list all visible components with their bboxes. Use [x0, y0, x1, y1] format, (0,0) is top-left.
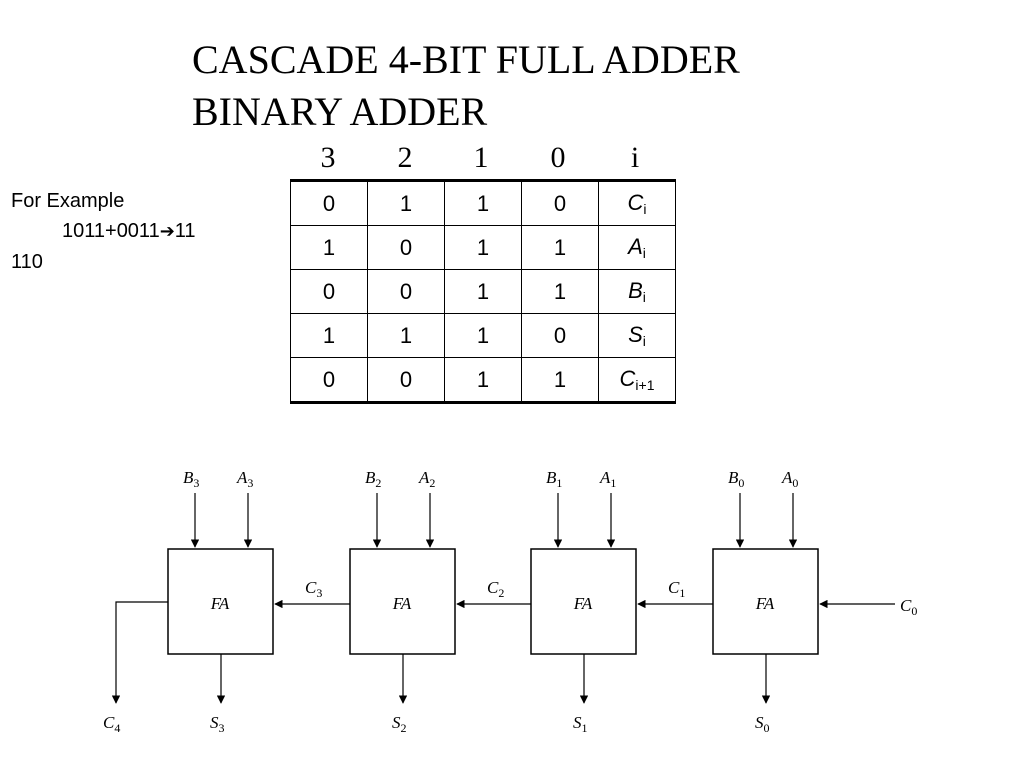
row-label: Ci+1 [598, 357, 676, 403]
slide-title: CASCADE 4-BIT FULL ADDER BINARY ADDER [192, 34, 740, 138]
table-cell: 1 [444, 269, 522, 314]
sum-label-s0: S0 [755, 713, 770, 735]
input-label-b0: B0 [728, 468, 744, 490]
right-arrow-icon: ➔ [159, 221, 175, 242]
carry-wires [111, 599, 895, 704]
input-label-a2: A2 [418, 468, 435, 490]
table-cell: 1 [290, 225, 368, 270]
carry-label-c4: C4 [103, 713, 120, 735]
table-cell: 1 [521, 357, 599, 403]
table-cell: 0 [367, 357, 445, 403]
row-label: Ai [598, 225, 676, 270]
example-block: For Example 1011+0011➔11 110 [11, 186, 196, 277]
table-cell: 1 [444, 180, 522, 226]
fa-block-2: FA [349, 548, 456, 655]
input-label-a1: A1 [599, 468, 616, 490]
table-cell: 1 [521, 269, 599, 314]
table-row-carry-out: 0 0 1 1 Ci+1 [290, 357, 676, 403]
column-header-0: 0 [550, 141, 566, 174]
fa-block-3: FA [167, 548, 274, 655]
input-label-b3: B3 [183, 468, 199, 490]
column-header-3: 3 [320, 141, 336, 174]
example-expr: 1011+0011 [62, 220, 160, 242]
table-cell: 1 [290, 313, 368, 358]
example-result-b: 110 [11, 251, 43, 273]
table-cell: 0 [367, 269, 445, 314]
table-cell: 1 [444, 357, 522, 403]
input-wires [190, 493, 798, 548]
table-cell: 0 [367, 225, 445, 270]
carry-label-c3: C3 [305, 578, 322, 600]
column-header-1: 1 [473, 141, 489, 174]
title-line-2: BINARY ADDER [192, 89, 488, 134]
column-header-2: 2 [397, 141, 413, 174]
input-label-b1: B1 [546, 468, 562, 490]
table-cell: 0 [290, 357, 368, 403]
fa-block-0: FA [712, 548, 819, 655]
sum-label-s3: S3 [210, 713, 225, 735]
fa-label: FA [392, 594, 412, 613]
sum-label-s1: S1 [573, 713, 588, 735]
example-expression: 1011+0011➔11 [11, 216, 196, 247]
sum-label-s2: S2 [392, 713, 407, 735]
carry-label-c0: C0 [900, 596, 917, 618]
title-line-1: CASCADE 4-BIT FULL ADDER [192, 37, 740, 82]
carry-label-c1: C1 [668, 578, 685, 600]
fa-label: FA [210, 594, 230, 613]
table-row-a: 1 0 1 1 Ai [290, 225, 676, 270]
example-result-a: 11 [174, 220, 196, 242]
addition-table: 0 1 1 0 Ci 1 0 1 1 Ai 0 0 1 1 Bi 1 1 1 0… [290, 179, 676, 404]
fa-label: FA [755, 594, 775, 613]
input-label-a0: A0 [781, 468, 798, 490]
sum-wires [216, 654, 771, 704]
input-label-b2: B2 [365, 468, 381, 490]
fa-label: FA [573, 594, 593, 613]
row-label: Bi [598, 269, 676, 314]
fa-block-1: FA [530, 548, 637, 655]
column-header-i: i [630, 141, 640, 174]
input-label-a3: A3 [236, 468, 253, 490]
carry-label-c2: C2 [487, 578, 504, 600]
example-heading: For Example [11, 190, 125, 212]
